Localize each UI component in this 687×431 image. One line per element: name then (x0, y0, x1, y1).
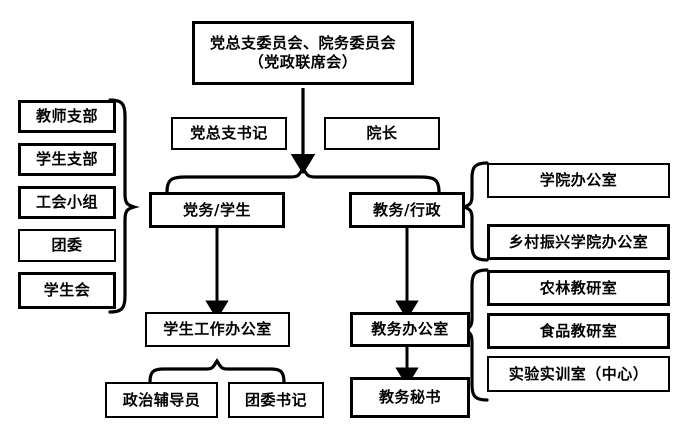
node-top-committee[interactable]: 党总支委员会、院务委员会 （党政联席会） (192, 21, 414, 85)
left-branch-union-group[interactable]: 工会小组 (18, 186, 116, 219)
left-branch-student-party[interactable]: 学生支部 (18, 143, 116, 176)
brace-student-office-split (148, 358, 286, 384)
node-academic-secretary[interactable]: 教务秘书 (350, 377, 470, 418)
node-political-counselor[interactable]: 政治辅导员 (105, 382, 218, 418)
node-party-secretary[interactable]: 党总支书记 (171, 117, 287, 150)
right-branch-food-teaching-room[interactable]: 食品教研室 (487, 313, 670, 349)
right-branch-agriculture-forestry-teaching-room[interactable]: 农林教研室 (487, 270, 670, 306)
node-student-work-office[interactable]: 学生工作办公室 (145, 312, 290, 347)
left-branch-student-union[interactable]: 学生会 (18, 272, 116, 309)
right-branch-experiment-training-center[interactable]: 实验实训室（中心） (487, 356, 670, 392)
node-party-student-affairs[interactable]: 党务/学生 (149, 192, 285, 228)
right-branch-rural-revitalization-office[interactable]: 乡村振兴学院办公室 (487, 224, 670, 260)
node-academic-admin[interactable]: 教务/行政 (349, 192, 465, 228)
brace-split-top (165, 164, 441, 194)
left-branch-youth-league[interactable]: 团委 (18, 229, 116, 262)
right-branch-college-office[interactable]: 学院办公室 (487, 163, 670, 198)
node-academic-affairs-office[interactable]: 教务办公室 (350, 312, 470, 347)
node-dean[interactable]: 院长 (324, 117, 440, 150)
brace-right-upper (458, 161, 489, 262)
left-branch-teacher-party[interactable]: 教师支部 (18, 100, 116, 133)
node-youth-league-secretary[interactable]: 团委书记 (228, 382, 324, 418)
